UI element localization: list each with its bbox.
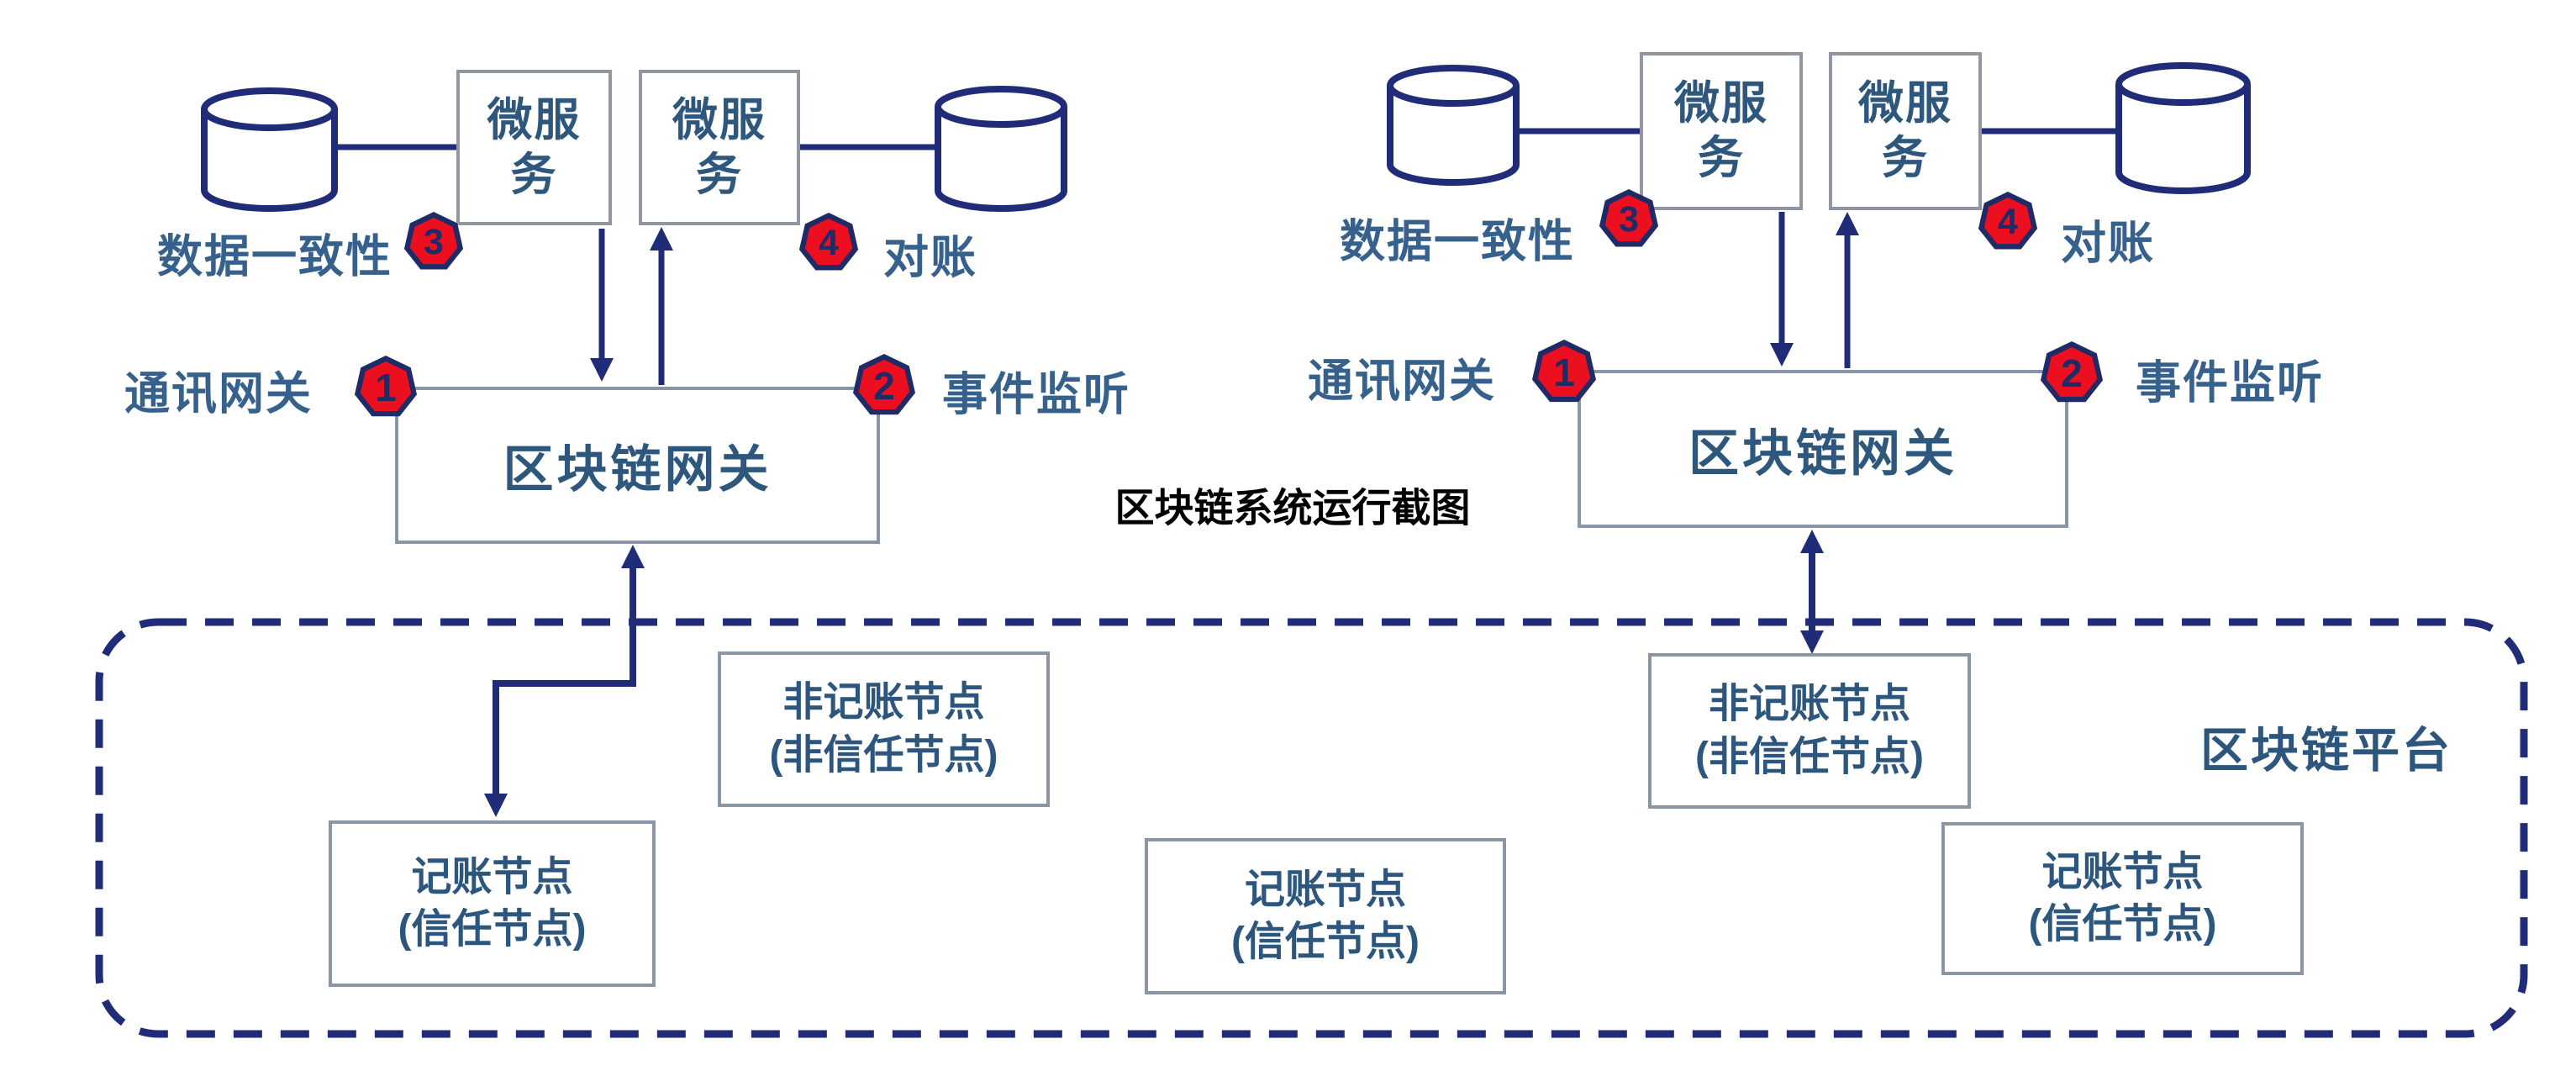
badge-2-number: 2 <box>2061 351 2083 395</box>
up-arrow <box>650 227 673 385</box>
badge-3-fill: 3 <box>1604 195 1653 242</box>
accounting-node-box: 记账节点 (信任节点) <box>1941 822 2304 975</box>
down-arrow <box>590 229 614 382</box>
badge-1: 1 <box>354 356 418 417</box>
badge-4-number: 4 <box>819 222 839 263</box>
microservice-label: 微服务 <box>1674 78 1768 183</box>
badge-1: 1 <box>1532 340 1596 403</box>
microservice-box: 微服务 <box>1829 52 1982 210</box>
badge-4-number: 4 <box>1998 201 2018 242</box>
non-accounting-node-box: 非记账节点 (非信任节点) <box>1648 653 1971 809</box>
gateway-to-node-arrow <box>1800 530 1824 654</box>
platform-label: 区块链平台 <box>2200 724 2452 778</box>
badge-4-fill: 4 <box>1983 198 2032 245</box>
blockchain-gateway-label: 区块链网关 <box>503 441 772 498</box>
up-arrow <box>1836 212 1859 368</box>
database-icon <box>2115 62 2251 194</box>
data-consistency-label: 数据一致性 <box>1340 216 1575 267</box>
non-accounting-node-box: 非记账节点 (非信任节点) <box>718 651 1050 807</box>
microservice-label: 微服务 <box>672 94 766 200</box>
badge-3: 3 <box>1599 189 1659 247</box>
gateway-to-node-arrow <box>484 545 645 817</box>
node-title: 非记账节点 <box>1708 682 1910 727</box>
page-title: 区块链系统运行截图 <box>1114 485 1471 530</box>
badge-2-number: 2 <box>873 364 895 408</box>
database-icon <box>201 87 338 212</box>
database-icon <box>935 86 1067 212</box>
badge-4: 4 <box>1978 192 2038 250</box>
badge-2: 2 <box>852 354 916 415</box>
microservice-label: 微服务 <box>487 94 582 200</box>
microservice-box: 微服务 <box>639 70 800 225</box>
badge-4: 4 <box>798 213 859 271</box>
microservice-box: 微服务 <box>456 70 612 225</box>
badge-2-fill: 2 <box>2046 347 2098 397</box>
badge-1-number: 1 <box>375 366 397 409</box>
badge-1-number: 1 <box>1553 351 1575 394</box>
badge-1-fill: 1 <box>360 361 412 411</box>
node-subtitle: (信任节点) <box>1231 920 1420 964</box>
badge-3-number: 3 <box>1619 198 1639 240</box>
badge-1-fill: 1 <box>1537 345 1591 397</box>
microservice-label: 微服务 <box>1858 78 1952 183</box>
event-listening-label: 事件监听 <box>2136 357 2324 409</box>
accounting-node-box: 记账节点 (信任节点) <box>1145 838 1506 994</box>
comm-gateway-label: 通讯网关 <box>124 368 313 419</box>
badge-4-fill: 4 <box>804 219 853 266</box>
badge-2-fill: 2 <box>858 360 910 409</box>
badge-2: 2 <box>2040 341 2104 403</box>
blockchain-gateway-label: 区块链网关 <box>1688 425 1957 482</box>
node-title: 记账节点 <box>2041 849 2204 894</box>
blockchain-gateway-box: 区块链网关 <box>1578 370 2068 528</box>
badge-3-number: 3 <box>424 221 444 262</box>
blockchain-gateway-box: 区块链网关 <box>395 387 880 544</box>
badge-3: 3 <box>403 212 464 270</box>
node-title: 记账节点 <box>411 854 573 899</box>
accounting-node-box: 记账节点 (信任节点) <box>329 820 656 987</box>
node-subtitle: (信任节点) <box>2028 902 2217 947</box>
node-title: 记账节点 <box>1244 867 1406 912</box>
down-arrow <box>1770 212 1794 367</box>
comm-gateway-label: 通讯网关 <box>1308 356 1496 407</box>
node-subtitle: (信任节点) <box>398 907 587 952</box>
badge-3-fill: 3 <box>409 218 458 265</box>
database-icon <box>1387 65 1520 186</box>
reconciliation-label: 对账 <box>2061 218 2155 269</box>
data-consistency-label: 数据一致性 <box>157 231 392 282</box>
reconciliation-label: 对账 <box>883 232 977 283</box>
node-title: 非记账节点 <box>782 680 985 725</box>
microservice-box: 微服务 <box>1640 52 1803 210</box>
node-subtitle: (非信任节点) <box>1695 734 1924 779</box>
node-subtitle: (非信任节点) <box>769 732 998 778</box>
event-listening-label: 事件监听 <box>942 369 1130 420</box>
